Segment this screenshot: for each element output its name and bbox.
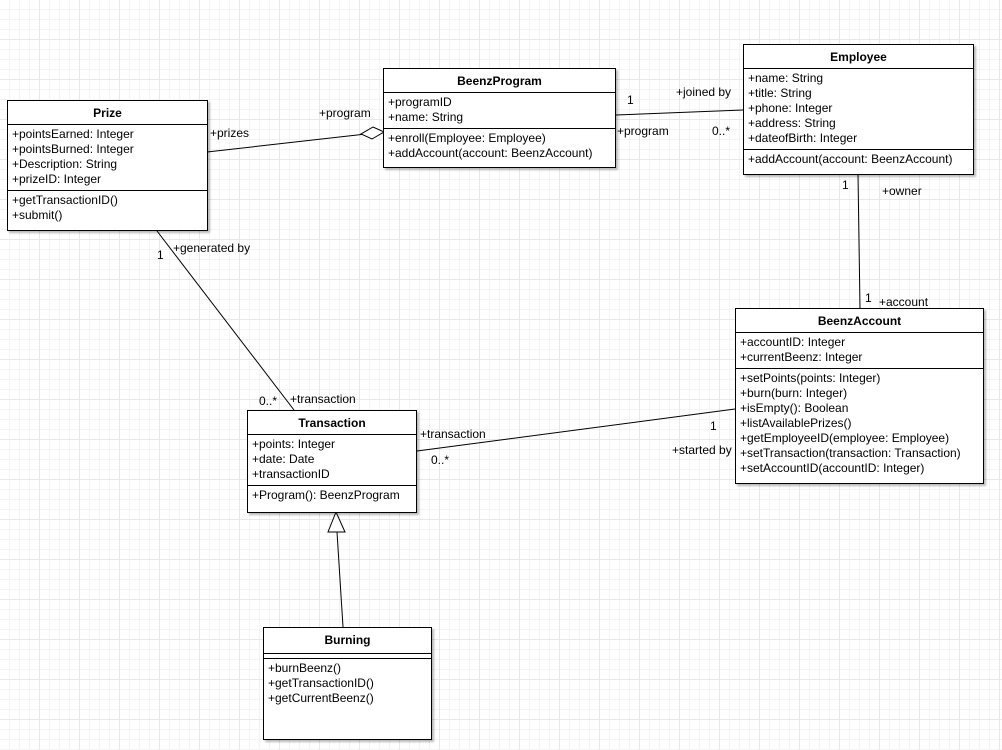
role-label-joined-by: +joined by <box>676 85 732 99</box>
operation[interactable]: +setTransaction(transaction: Transaction… <box>740 446 961 460</box>
operation[interactable]: +addAccount(account: BeenzAccount) <box>388 146 593 160</box>
attributes-section: +programID +name: String <box>384 92 615 128</box>
attribute[interactable]: +title: String <box>748 86 812 100</box>
program-employee-association[interactable] <box>615 109 744 116</box>
operation[interactable]: +getCurrentBeenz() <box>268 691 374 705</box>
attribute[interactable]: +address: String <box>748 116 836 130</box>
prize-program-association[interactable] <box>206 133 367 153</box>
multiplicity-label: 1 <box>842 178 849 192</box>
attributes-section <box>264 653 431 658</box>
prize-transaction-association[interactable] <box>156 230 295 411</box>
operation[interactable]: +burnBeenz() <box>268 661 342 675</box>
class-name: BeenzProgram <box>457 74 542 88</box>
class-name: Transaction <box>298 416 366 430</box>
attribute[interactable]: +Description: String <box>12 157 118 171</box>
class-burning[interactable]: Burning +burnBeenz() +getTransactionID()… <box>263 627 432 740</box>
attribute[interactable]: +currentBeenz: Integer <box>740 350 863 364</box>
attribute[interactable]: +name: String <box>748 71 824 85</box>
aggregation-diamond <box>359 126 386 140</box>
class-transaction[interactable]: Transaction +points: Integer +date: Date… <box>247 410 417 513</box>
role-label-program: +program <box>617 124 669 138</box>
class-name: Employee <box>830 50 887 64</box>
burning-transaction-generalization[interactable] <box>336 531 344 628</box>
operation[interactable]: +enroll(Employee: Employee) <box>388 131 546 145</box>
role-label-owner: +owner <box>882 184 922 198</box>
role-label-transaction: +transaction <box>290 392 356 406</box>
employee-account-association[interactable] <box>857 174 861 309</box>
operations-section: +Program(): BeenzProgram <box>248 485 416 506</box>
attribute[interactable]: +dateofBirth: Integer <box>748 131 858 145</box>
multiplicity-label: 1 <box>627 93 634 107</box>
role-label-program: +program <box>319 106 371 120</box>
operations-section: +getTransactionID() +submit() <box>8 190 207 226</box>
class-name: BeenzAccount <box>817 314 902 328</box>
operation[interactable]: +getTransactionID() <box>12 193 118 207</box>
operation[interactable]: +setPoints(points: Integer) <box>740 371 881 385</box>
multiplicity-label: 0..* <box>259 394 278 408</box>
operation[interactable]: +setAccountID(accountID: Integer) <box>740 461 925 475</box>
role-label-transaction: +transaction <box>420 427 486 441</box>
attribute[interactable]: +pointsBurned: Integer <box>12 142 134 156</box>
role-label-account: +account <box>879 295 929 309</box>
class-employee[interactable]: Employee +name: String +title: String +p… <box>743 44 974 175</box>
attribute[interactable]: +pointsEarned: Integer <box>12 127 134 141</box>
attribute[interactable]: +transactionID <box>252 467 330 481</box>
operations-section: +addAccount(account: BeenzAccount) <box>744 149 973 170</box>
operation[interactable]: +Program(): BeenzProgram <box>252 488 400 502</box>
class-name: Prize <box>93 106 122 120</box>
class-beenz-account[interactable]: BeenzAccount +accountID: Integer +curren… <box>735 308 984 484</box>
role-label-started-by: +started by <box>672 443 732 457</box>
class-name: Burning <box>324 633 371 647</box>
attributes-section: +accountID: Integer +currentBeenz: Integ… <box>736 332 983 368</box>
operations-section: +burnBeenz() +getTransactionID() +getCur… <box>264 658 431 709</box>
role-label-prizes: +prizes <box>210 126 250 140</box>
operation[interactable]: +isEmpty(): Boolean <box>740 401 849 415</box>
attribute[interactable]: +points: Integer <box>252 437 336 451</box>
operation[interactable]: +submit() <box>12 208 63 222</box>
operation[interactable]: +getEmployeeID(employee: Employee) <box>740 431 950 445</box>
operations-section: +enroll(Employee: Employee) +addAccount(… <box>384 128 615 164</box>
attribute[interactable]: +phone: Integer <box>748 101 833 115</box>
multiplicity-label: 0..* <box>712 124 731 138</box>
attribute[interactable]: +accountID: Integer <box>740 335 846 349</box>
transaction-account-association[interactable] <box>416 408 736 452</box>
attribute[interactable]: +date: Date <box>252 452 315 466</box>
class-beenz-program[interactable]: BeenzProgram +programID +name: String +e… <box>383 68 616 168</box>
attribute[interactable]: +prizeID: Integer <box>12 172 102 186</box>
multiplicity-label: 0..* <box>431 453 450 467</box>
operation[interactable]: +addAccount(account: BeenzAccount) <box>748 152 953 166</box>
operations-section: +setPoints(points: Integer) +burn(burn: … <box>736 368 983 479</box>
attribute[interactable]: +name: String <box>388 110 464 124</box>
attributes-section: +name: String +title: String +phone: Int… <box>744 68 973 149</box>
operation[interactable]: +getTransactionID() <box>268 676 374 690</box>
attributes-section: +pointsEarned: Integer +pointsBurned: In… <box>8 124 207 190</box>
role-label-generated-by: +generated by <box>173 241 251 255</box>
class-prize[interactable]: Prize +pointsEarned: Integer +pointsBurn… <box>7 100 208 231</box>
attributes-section: +points: Integer +date: Date +transactio… <box>248 434 416 485</box>
attribute[interactable]: +programID <box>388 95 452 109</box>
multiplicity-label: 1 <box>865 291 872 305</box>
operation[interactable]: +burn(burn: Integer) <box>740 386 848 400</box>
generalization-arrowhead <box>327 510 346 533</box>
multiplicity-label: 1 <box>710 419 717 433</box>
operation[interactable]: +listAvailablePrizes() <box>740 416 852 430</box>
multiplicity-label: 1 <box>157 248 164 262</box>
